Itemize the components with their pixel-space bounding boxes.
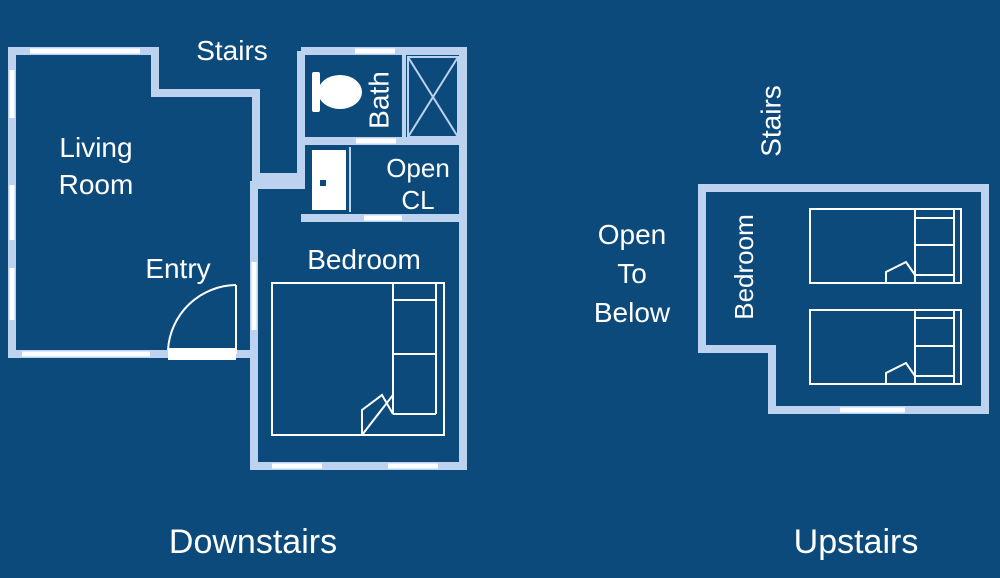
bath-label: Bath: [363, 71, 394, 129]
bed-downstairs: [271, 282, 445, 436]
closet-label: Open: [386, 153, 450, 183]
open-to-below-label-3: Below: [594, 297, 671, 328]
upstairs-caption: Upstairs: [794, 523, 919, 561]
living-room-label: Living: [59, 132, 132, 163]
entry-door: [167, 284, 237, 360]
upstairs-walls: [698, 184, 989, 414]
bedroom-label-upstairs: Bedroom: [729, 214, 759, 320]
shower: [407, 56, 459, 138]
downstairs-caption: Downstairs: [169, 523, 337, 561]
bed-upstairs-1: [809, 208, 962, 284]
stairs-label-upstairs: Stairs: [755, 85, 786, 157]
open-to-below-label: Open: [598, 219, 667, 250]
entry-label: Entry: [145, 253, 210, 284]
bedroom-walls: [250, 47, 467, 470]
sink: [312, 150, 346, 210]
living-room-label-2: Room: [59, 169, 134, 200]
closet-label-2: CL: [401, 185, 434, 215]
downstairs-windows: [9, 48, 438, 469]
toilet: [312, 72, 362, 112]
bedroom-label-downstairs: Bedroom: [307, 244, 421, 275]
upstairs-plan: [698, 184, 989, 414]
bed-upstairs-2: [809, 309, 962, 385]
stairs-label-downstairs: Stairs: [196, 35, 268, 66]
open-to-below-label-2: To: [617, 258, 647, 289]
